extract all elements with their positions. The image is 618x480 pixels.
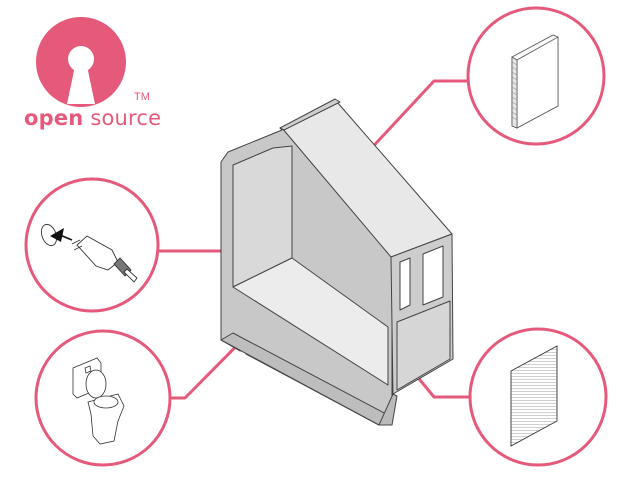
cladding-sheet-icon [510,345,558,447]
window-opening-2 [422,245,444,306]
toilet-icon [72,357,125,445]
left-wall [232,145,293,288]
callout-cladding-sheet [468,327,608,467]
insulation-panel-icon [511,34,559,129]
callout-electrical-plug [24,177,160,313]
electrical-plug-icon [40,223,138,283]
logo-word-open: open [24,106,84,130]
trademark-symbol: TM [134,91,150,103]
logo-word-source: source [90,106,162,130]
floor [232,257,389,386]
callout-insulation-panel [466,6,606,146]
window-opening-1 [399,257,411,311]
open-source-logo [35,17,127,107]
front-base [378,393,398,426]
roof-ridge [279,98,341,131]
logo-wordmark: open source [24,106,161,130]
house-module [220,98,454,426]
callout-toilet [34,329,172,467]
front-lower-panel [396,300,451,391]
